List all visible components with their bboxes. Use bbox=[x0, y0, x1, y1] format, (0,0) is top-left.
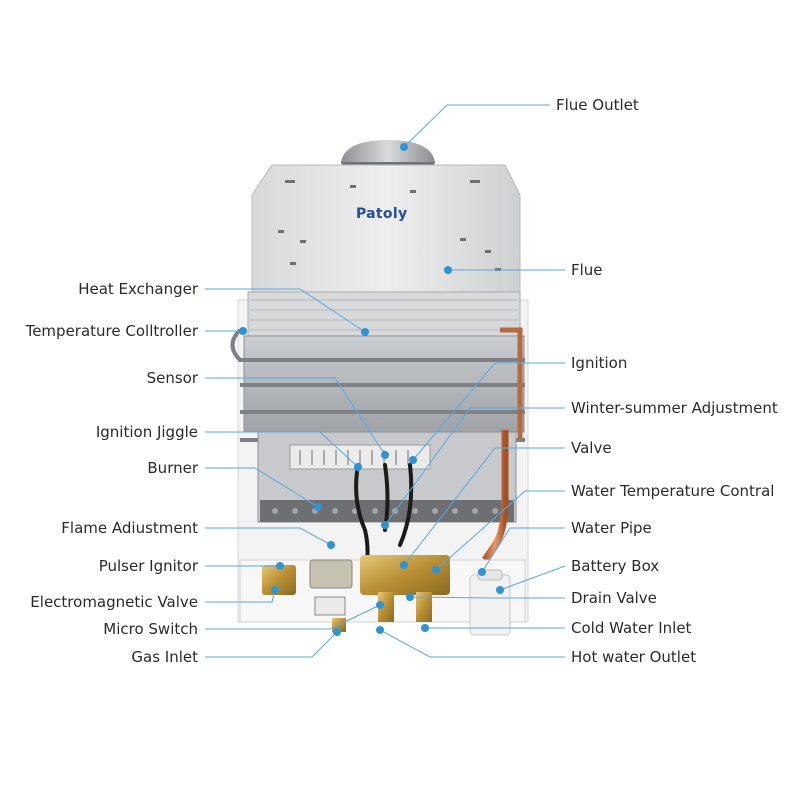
label-micro-switch: Micro Switch bbox=[103, 620, 198, 638]
leader-flame-adjustment bbox=[205, 527, 332, 546]
flue-outlet-dome bbox=[341, 140, 435, 162]
label-flue-outlet: Flue Outlet bbox=[556, 96, 639, 114]
leader-sensor bbox=[205, 377, 386, 456]
leader-winter-summer-adjustment bbox=[384, 407, 565, 526]
brand-logo: Patoly bbox=[356, 206, 408, 222]
marker-dots bbox=[239, 143, 504, 636]
label-battery-box: Battery Box bbox=[571, 557, 660, 575]
dot-water-temperature-control bbox=[432, 566, 440, 574]
label-flue: Flue bbox=[571, 261, 603, 279]
dot-sensor bbox=[381, 451, 389, 459]
label-hot-water-outlet: Hot water Outlet bbox=[571, 648, 697, 666]
battery-box-body bbox=[469, 574, 511, 636]
dot-hot-water-outlet bbox=[376, 626, 384, 634]
dot-valve bbox=[400, 561, 408, 569]
dot-ignition bbox=[409, 456, 417, 464]
dot-flame-adjustment bbox=[327, 541, 335, 549]
dot-heat-exchanger bbox=[361, 328, 369, 336]
dot-flue bbox=[444, 266, 452, 274]
leader-hot-water-outlet bbox=[379, 629, 565, 658]
water-pipe bbox=[482, 430, 509, 562]
dot-micro-switch bbox=[376, 601, 384, 609]
brass-valve-block bbox=[360, 555, 450, 595]
label-heat-exchanger: Heat Exchanger bbox=[78, 280, 198, 298]
leader-drain-valve bbox=[409, 596, 565, 599]
leader-electromagnetic-valve bbox=[205, 589, 276, 603]
label-electromagnetic-valve: Electromagnetic Valve bbox=[30, 593, 198, 611]
leader-micro-switch bbox=[205, 604, 381, 630]
leader-lines bbox=[205, 104, 566, 658]
dot-drain-valve bbox=[406, 593, 414, 601]
leader-gas-inlet bbox=[205, 631, 338, 658]
label-ignition: Ignition bbox=[571, 354, 628, 372]
label-drain-valve: Drain Valve bbox=[571, 589, 657, 607]
dot-battery-box bbox=[496, 586, 504, 594]
label-temperature-controller: Temperature Colltroller bbox=[25, 322, 198, 340]
dot-water-pipe bbox=[478, 568, 486, 576]
label-cold-water-inlet: Cold Water Inlet bbox=[571, 619, 692, 637]
dot-electromagnetic-valve bbox=[271, 586, 279, 594]
label-ignition-jiggle: Ignition Jiggle bbox=[95, 423, 198, 441]
leader-ignition bbox=[412, 362, 565, 461]
dot-pulser-ignitor bbox=[276, 562, 284, 570]
leader-valve bbox=[403, 447, 565, 566]
leader-battery-box bbox=[499, 565, 566, 591]
leader-flue-outlet bbox=[403, 104, 550, 148]
water-fitting bbox=[416, 592, 432, 622]
leader-water-temperature-control bbox=[435, 490, 565, 571]
burner-jets bbox=[272, 508, 498, 514]
leader-water-pipe bbox=[481, 527, 565, 573]
label-gas-inlet: Gas Inlet bbox=[131, 648, 198, 666]
label-burner: Burner bbox=[147, 459, 198, 477]
leader-ignition-jiggle bbox=[205, 431, 359, 468]
dot-temperature-controller bbox=[239, 327, 247, 335]
pulser-block bbox=[262, 565, 296, 595]
label-sensor: Sensor bbox=[146, 369, 198, 387]
module-ribs bbox=[299, 450, 409, 465]
fin-lines bbox=[250, 299, 518, 331]
solenoid bbox=[309, 559, 353, 589]
dot-cold-water-inlet bbox=[421, 624, 429, 632]
label-valve: Valve bbox=[571, 439, 612, 457]
label-pulser-ignitor: Pulser Ignitor bbox=[98, 557, 198, 575]
label-flame-adjustment: Flame Adiustment bbox=[61, 519, 198, 537]
label-water-temperature-control: Water Temperature Contral bbox=[571, 482, 775, 500]
label-winter-summer-adjustment: Winter-summer Adjustment bbox=[571, 399, 778, 417]
leader-heat-exchanger bbox=[205, 288, 366, 333]
dot-winter-summer-adjustment bbox=[381, 521, 389, 529]
leader-burner bbox=[205, 467, 319, 508]
dot-burner bbox=[314, 503, 322, 511]
flue-hood bbox=[251, 164, 521, 301]
label-water-pipe: Water Pipe bbox=[571, 519, 652, 537]
water-pipe-upper bbox=[500, 327, 523, 440]
dot-ignition-jiggle bbox=[354, 463, 362, 471]
gas-fitting bbox=[378, 592, 394, 622]
dot-flue-outlet bbox=[400, 143, 408, 151]
micro-switch-body bbox=[314, 596, 346, 616]
heat-exchanger-fins bbox=[247, 291, 521, 337]
dot-gas-inlet bbox=[333, 628, 341, 636]
